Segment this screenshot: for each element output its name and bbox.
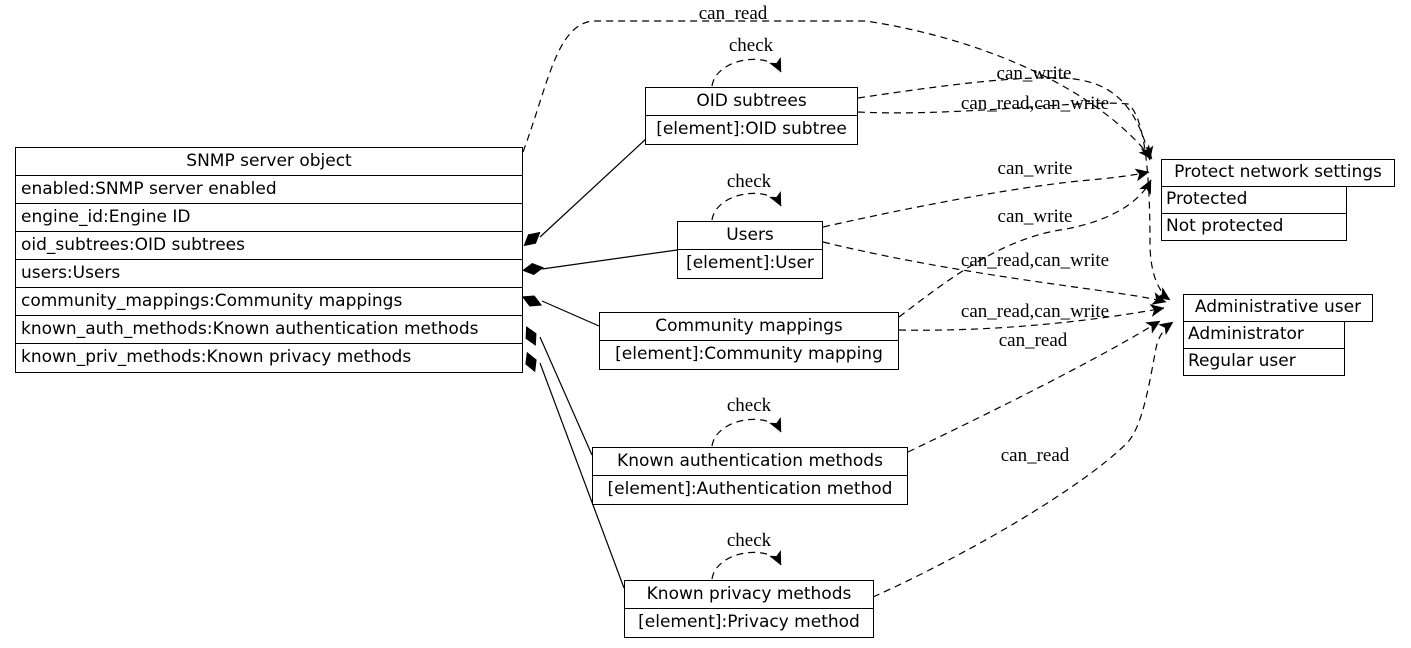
edge-community-mappings	[541, 300, 600, 327]
edge-known-auth	[539, 336, 593, 456]
node-users: Users [element]:User	[677, 221, 823, 279]
main-table: SNMP server object enabled:SNMP server e…	[15, 147, 523, 373]
node-known-priv-methods: Known privacy methods [element]:Privacy …	[624, 580, 874, 638]
loop-check-priv	[711, 550, 782, 580]
loop-check-auth	[711, 417, 782, 447]
edge-community-can-write	[898, 179, 1152, 318]
enum-admin-row-administrator: Administrator	[1183, 321, 1345, 349]
label-can-write-community: can_write	[997, 206, 1073, 227]
node-oid-subtrees-element: [element]:OID subtree	[656, 119, 847, 139]
enum-protect-row-not-protected: Not protected	[1161, 213, 1347, 241]
label-can-read-write-users: can_read,can_write	[960, 250, 1110, 271]
edge-oid-can-read-write	[857, 102, 1171, 301]
loop-check-oid	[711, 57, 782, 87]
node-known-priv-methods-title: Known privacy methods	[625, 581, 873, 609]
diamond-priv	[525, 351, 537, 373]
enum-protect-row-protected: Protected	[1161, 186, 1347, 214]
edge-snmp-can-read	[522, 20, 1153, 160]
label-can-write-oid: can_write	[996, 63, 1072, 84]
diamond-users	[522, 262, 544, 276]
edge-users-can-write	[822, 168, 1150, 228]
main-table-row-enabled: enabled:SNMP server enabled	[16, 176, 522, 204]
node-known-auth-methods-title: Known authentication methods	[593, 448, 907, 476]
enum-protect-title: Protect network settings	[1161, 159, 1395, 187]
main-table-row-community-mappings: community_mappings:Community mappings	[16, 288, 522, 316]
main-table-row-oid-subtrees: oid_subtrees:OID subtrees	[16, 232, 522, 260]
edge-community-can-read-write	[898, 304, 1165, 331]
node-known-auth-methods: Known authentication methods [element]:A…	[592, 447, 908, 505]
diamond-oid	[523, 231, 541, 247]
node-users-title: Users	[678, 222, 822, 250]
edge-known-priv	[539, 362, 625, 589]
label-check-priv: check	[726, 530, 772, 551]
edge-oid-subtrees	[539, 137, 648, 238]
label-can-read-write-oid: can_read,can_write	[960, 93, 1110, 114]
edge-oid-can-write	[857, 77, 1154, 161]
enum-admin-row-regular-user: Regular user	[1183, 348, 1345, 376]
node-oid-subtrees: OID subtrees [element]:OID subtree	[645, 87, 858, 145]
node-known-priv-methods-element: [element]:Privacy method	[638, 612, 860, 632]
edge-auth-can-read	[907, 320, 1161, 453]
node-known-auth-methods-element: [element]:Authentication method	[607, 479, 893, 499]
main-table-row-users: users:Users	[16, 260, 522, 288]
edge-priv-can-read	[872, 321, 1174, 598]
node-community-mappings-element: [element]:Community mapping	[615, 344, 883, 364]
label-check-oid: check	[728, 35, 774, 56]
main-table-row-known-priv: known_priv_methods:Known privacy methods	[21, 347, 412, 367]
node-community-mappings: Community mappings [element]:Community m…	[599, 312, 899, 370]
node-oid-subtrees-title: OID subtrees	[646, 88, 857, 116]
edge-users	[541, 249, 678, 270]
main-table-title: SNMP server object	[16, 148, 522, 176]
label-check-auth: check	[726, 395, 772, 416]
node-community-mappings-title: Community mappings	[600, 313, 898, 341]
label-can-read-priv: can_read	[1000, 445, 1070, 466]
label-can-write-users: can_write	[997, 158, 1073, 179]
label-can-read-auth: can_read	[998, 330, 1068, 351]
edge-users-can-read-write	[822, 241, 1167, 305]
loop-check-users	[711, 191, 782, 221]
main-table-row-engine-id: engine_id:Engine ID	[16, 204, 522, 232]
diamond-community	[521, 295, 543, 307]
main-table-row-known-auth: known_auth_methods:Known authentication …	[16, 316, 522, 344]
label-check-users: check	[726, 171, 772, 192]
node-users-element: [element]:User	[686, 253, 814, 273]
diamond-auth	[525, 326, 537, 346]
enum-admin-title: Administrative user	[1183, 294, 1373, 322]
label-can-read-top: can_read	[698, 3, 768, 24]
label-can-read-write-community: can_read,can_write	[960, 301, 1110, 322]
